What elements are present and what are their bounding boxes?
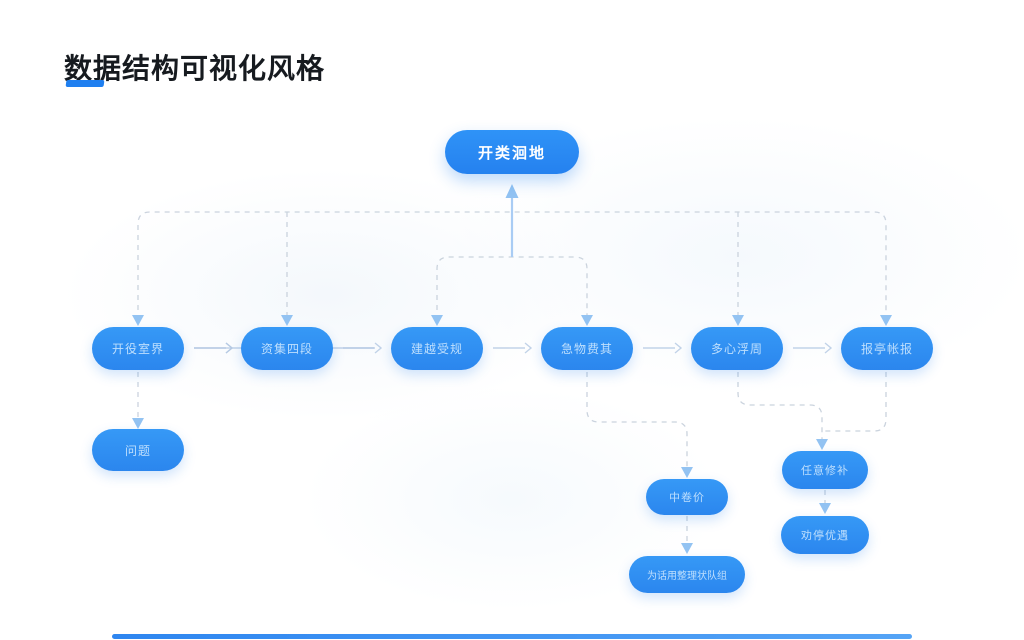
- flow-node-row-2: 资集四段: [241, 327, 333, 370]
- arrowhead-down-node5: [732, 315, 744, 326]
- flow-node-row-4-label: 急物费其: [560, 342, 613, 356]
- dashed-connectors: [137, 211, 887, 548]
- arrow-right-4: [643, 342, 683, 354]
- flow-node-problem: 问题: [92, 429, 184, 471]
- arrow-right-1: [194, 342, 234, 354]
- bottom-accent-bar: [112, 634, 912, 639]
- arrowhead-down-mid-bottom: [681, 543, 693, 554]
- arrowhead-down-node6: [880, 315, 892, 326]
- arrowhead-down-problem: [132, 418, 144, 429]
- flow-node-row-5-label: 多心浮周: [710, 342, 763, 356]
- page-title: 数据结构可视化风格: [64, 51, 326, 85]
- flow-node-right-top: 任意修补: [782, 451, 868, 489]
- arrowhead-down-node4: [581, 315, 593, 326]
- arrow-right-5: [793, 342, 833, 354]
- arrow-right-3: [493, 342, 533, 354]
- flow-node-right-bottom-label: 劝停优遇: [801, 529, 849, 542]
- arrowhead-down-node2: [281, 315, 293, 326]
- flow-node-row-1: 开役室界: [92, 327, 184, 370]
- flow-node-row-6: 报亭帐报: [841, 327, 933, 370]
- flow-node-row-4: 急物费其: [541, 327, 633, 370]
- flow-node-mid-bottom: 为话用整理状队组: [629, 556, 745, 593]
- flow-node-row-2-label: 资集四段: [260, 342, 313, 356]
- connector-node5-to-right-top: [737, 372, 823, 444]
- connector-node6-merge: [822, 372, 887, 432]
- flow-node-row-1-label: 开役室界: [111, 342, 164, 356]
- flow-node-right-bottom: 劝停优遇: [781, 516, 869, 554]
- flow-node-row-6-label: 报亭帐报: [860, 342, 913, 356]
- flow-node-problem-label: 问题: [124, 443, 151, 458]
- arrowhead-down-mid: [681, 467, 693, 478]
- flow-node-top: 开类洄地: [445, 130, 579, 174]
- flow-node-row-5: 多心浮周: [691, 327, 783, 370]
- flow-node-row-3: 建越受规: [391, 327, 483, 370]
- flow-node-row-3-label: 建越受规: [410, 342, 463, 356]
- flow-node-mid-label: 中卷价: [669, 491, 705, 504]
- connector-top-bracket: [137, 211, 887, 320]
- arrow-right-2: [343, 342, 383, 354]
- flow-node-right-top-label: 任意修补: [801, 464, 849, 477]
- flow-node-top-label: 开类洄地: [477, 143, 546, 162]
- row-arrows-2: [194, 342, 833, 354]
- flow-node-mid-bottom-label: 为话用整理状队组: [647, 571, 727, 582]
- arrowheads: [132, 184, 892, 554]
- arrowhead-down-node3: [431, 315, 443, 326]
- arrowhead-down-right-bottom: [819, 503, 831, 514]
- flow-node-mid: 中卷价: [646, 479, 728, 515]
- arrowhead-down-right-top: [816, 439, 828, 450]
- arrowhead-up-top-node: [505, 184, 519, 198]
- connector-inner-bracket: [436, 256, 588, 320]
- connector-node4-to-mid: [586, 372, 688, 472]
- arrowhead-down-node1: [132, 315, 144, 326]
